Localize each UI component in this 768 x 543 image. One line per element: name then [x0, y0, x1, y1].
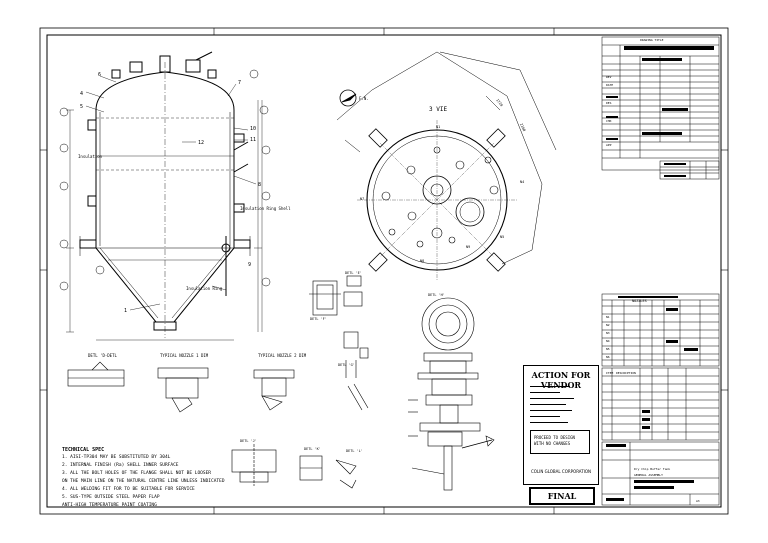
svg-text:11: 11	[250, 137, 256, 143]
svg-text:10: 10	[250, 126, 256, 132]
svg-text:DETL 'G': DETL 'G'	[338, 363, 355, 367]
technical-spec: TECHNICAL SPEC 1. AISI-TP304 MAY BE SUBS…	[62, 446, 225, 510]
svg-text:5: 5	[80, 104, 83, 110]
svg-text:DETL 'K': DETL 'K'	[304, 447, 321, 451]
spec-line: 1. AISI-TP304 MAY BE SUBSTITUTED BY 304L	[62, 455, 171, 460]
spec-line: 2. INTERNAL FINISH (Ra) SHELL INNER SURF…	[62, 463, 179, 468]
svg-text:N8: N8	[420, 259, 424, 263]
svg-text:ITEM: ITEM	[606, 371, 613, 375]
svg-text:GENERAL ASSEMBLY: GENERAL ASSEMBLY	[634, 473, 663, 477]
svg-text:N5: N5	[500, 235, 504, 239]
spec-line: ANTI-HIGH TEMPERATURE PAINT COATING	[62, 503, 157, 508]
vendor-approval-stamp: PROCEED TO DESIGN WITH NO CHANGES	[530, 430, 590, 454]
svg-text:1: 1	[124, 308, 127, 314]
vessel-callouts: 6 7 4 5 10 11 8 12 1 9 Insulation Insulation Ri…	[78, 72, 291, 314]
detail-views	[67, 275, 495, 491]
north-arrow-icon	[339, 89, 357, 107]
svg-text:REV: REV	[606, 75, 612, 79]
detail-captions: DETL 'E' DETL 'F' DETL 'G' DETL 'H' DETL…	[88, 271, 445, 453]
svg-text:N9: N9	[466, 245, 470, 249]
svg-text:2160: 2160	[519, 123, 526, 132]
svg-text:NOZZLES: NOZZLES	[632, 299, 647, 303]
svg-text:TYPICAL NOZZLE 2 DIM: TYPICAL NOZZLE 2 DIM	[258, 353, 307, 358]
svg-text:CHK: CHK	[606, 119, 612, 123]
outer-frame	[39, 27, 729, 515]
svg-text:A3: A3	[696, 499, 700, 503]
frame-ticks	[40, 28, 728, 514]
spec-line: 4. ALL WELDING FIT FOR TO BE SUITABLE FO…	[62, 487, 195, 492]
title-block-fills	[606, 46, 714, 501]
svg-text:N3: N3	[606, 331, 610, 335]
svg-text:7: 7	[238, 80, 241, 86]
svg-text:DETL 'D-DETL: DETL 'D-DETL	[88, 353, 117, 358]
vessel-elevation	[66, 51, 263, 341]
svg-text:Insulation Ring: Insulation Ring	[186, 286, 223, 291]
svg-text:N2: N2	[606, 323, 610, 327]
spec-line: 3. ALL THE BOLT HOLES OF THE FLANGE SHAL…	[62, 471, 212, 476]
svg-text:N5: N5	[606, 347, 610, 351]
plan-view-label: 3 VIE	[429, 106, 447, 113]
svg-text:N7: N7	[360, 197, 364, 201]
technical-spec-heading: TECHNICAL SPEC	[62, 447, 105, 453]
svg-text:DESCRIPTION: DESCRIPTION	[616, 371, 636, 375]
final-stamp: FINAL	[529, 487, 595, 505]
svg-text:N1: N1	[606, 315, 610, 319]
svg-text:DATE: DATE	[606, 83, 613, 87]
vendor-action-box: ACTION FOR VENDOR PROCEED TO DESIGN WITH…	[523, 365, 599, 485]
svg-text:12: 12	[198, 140, 204, 146]
svg-text:Insulation: Insulation	[78, 154, 103, 159]
svg-text:Dry Chip Buffer Tank: Dry Chip Buffer Tank	[634, 467, 670, 471]
svg-text:TYPICAL NOZZLE 1 DIM: TYPICAL NOZZLE 1 DIM	[160, 353, 209, 358]
svg-text:APP: APP	[606, 143, 612, 147]
svg-text:N1: N1	[436, 125, 440, 129]
svg-text:6: 6	[98, 72, 101, 78]
title-block	[601, 36, 720, 506]
svg-text:N4: N4	[520, 180, 524, 184]
plan-view	[336, 51, 557, 280]
svg-text:DETL 'F': DETL 'F'	[310, 317, 327, 321]
svg-text:N6: N6	[606, 355, 610, 359]
svg-text:8: 8	[258, 182, 261, 188]
svg-text:DETL 'J': DETL 'J'	[240, 439, 257, 443]
vendor-box-title: ACTION FOR VENDOR	[531, 370, 591, 390]
svg-text:F.N.: F.N.	[359, 96, 369, 101]
svg-text:4: 4	[80, 91, 83, 97]
svg-text:DETL 'L': DETL 'L'	[346, 449, 363, 453]
svg-text:N4: N4	[606, 339, 610, 343]
svg-text:9: 9	[248, 262, 251, 268]
spec-line: ON THE MAIN LINE ON THE NATURAL CENTRE L…	[62, 479, 225, 484]
svg-text:Insulation Ring Shell: Insulation Ring Shell	[240, 206, 291, 211]
svg-text:DRAWING TITLE: DRAWING TITLE	[640, 38, 664, 42]
vendor-box-footer: COLIN GLOBAL CORPORATION	[530, 469, 591, 474]
svg-text:1720: 1720	[495, 98, 503, 107]
svg-text:DETL 'E': DETL 'E'	[345, 271, 362, 275]
spec-line: 5. SUS-TYPE OUTSIDE STEEL PAPER FLAP	[62, 495, 160, 500]
svg-text:DETL 'H': DETL 'H'	[428, 293, 445, 297]
svg-text:DES: DES	[606, 101, 612, 105]
